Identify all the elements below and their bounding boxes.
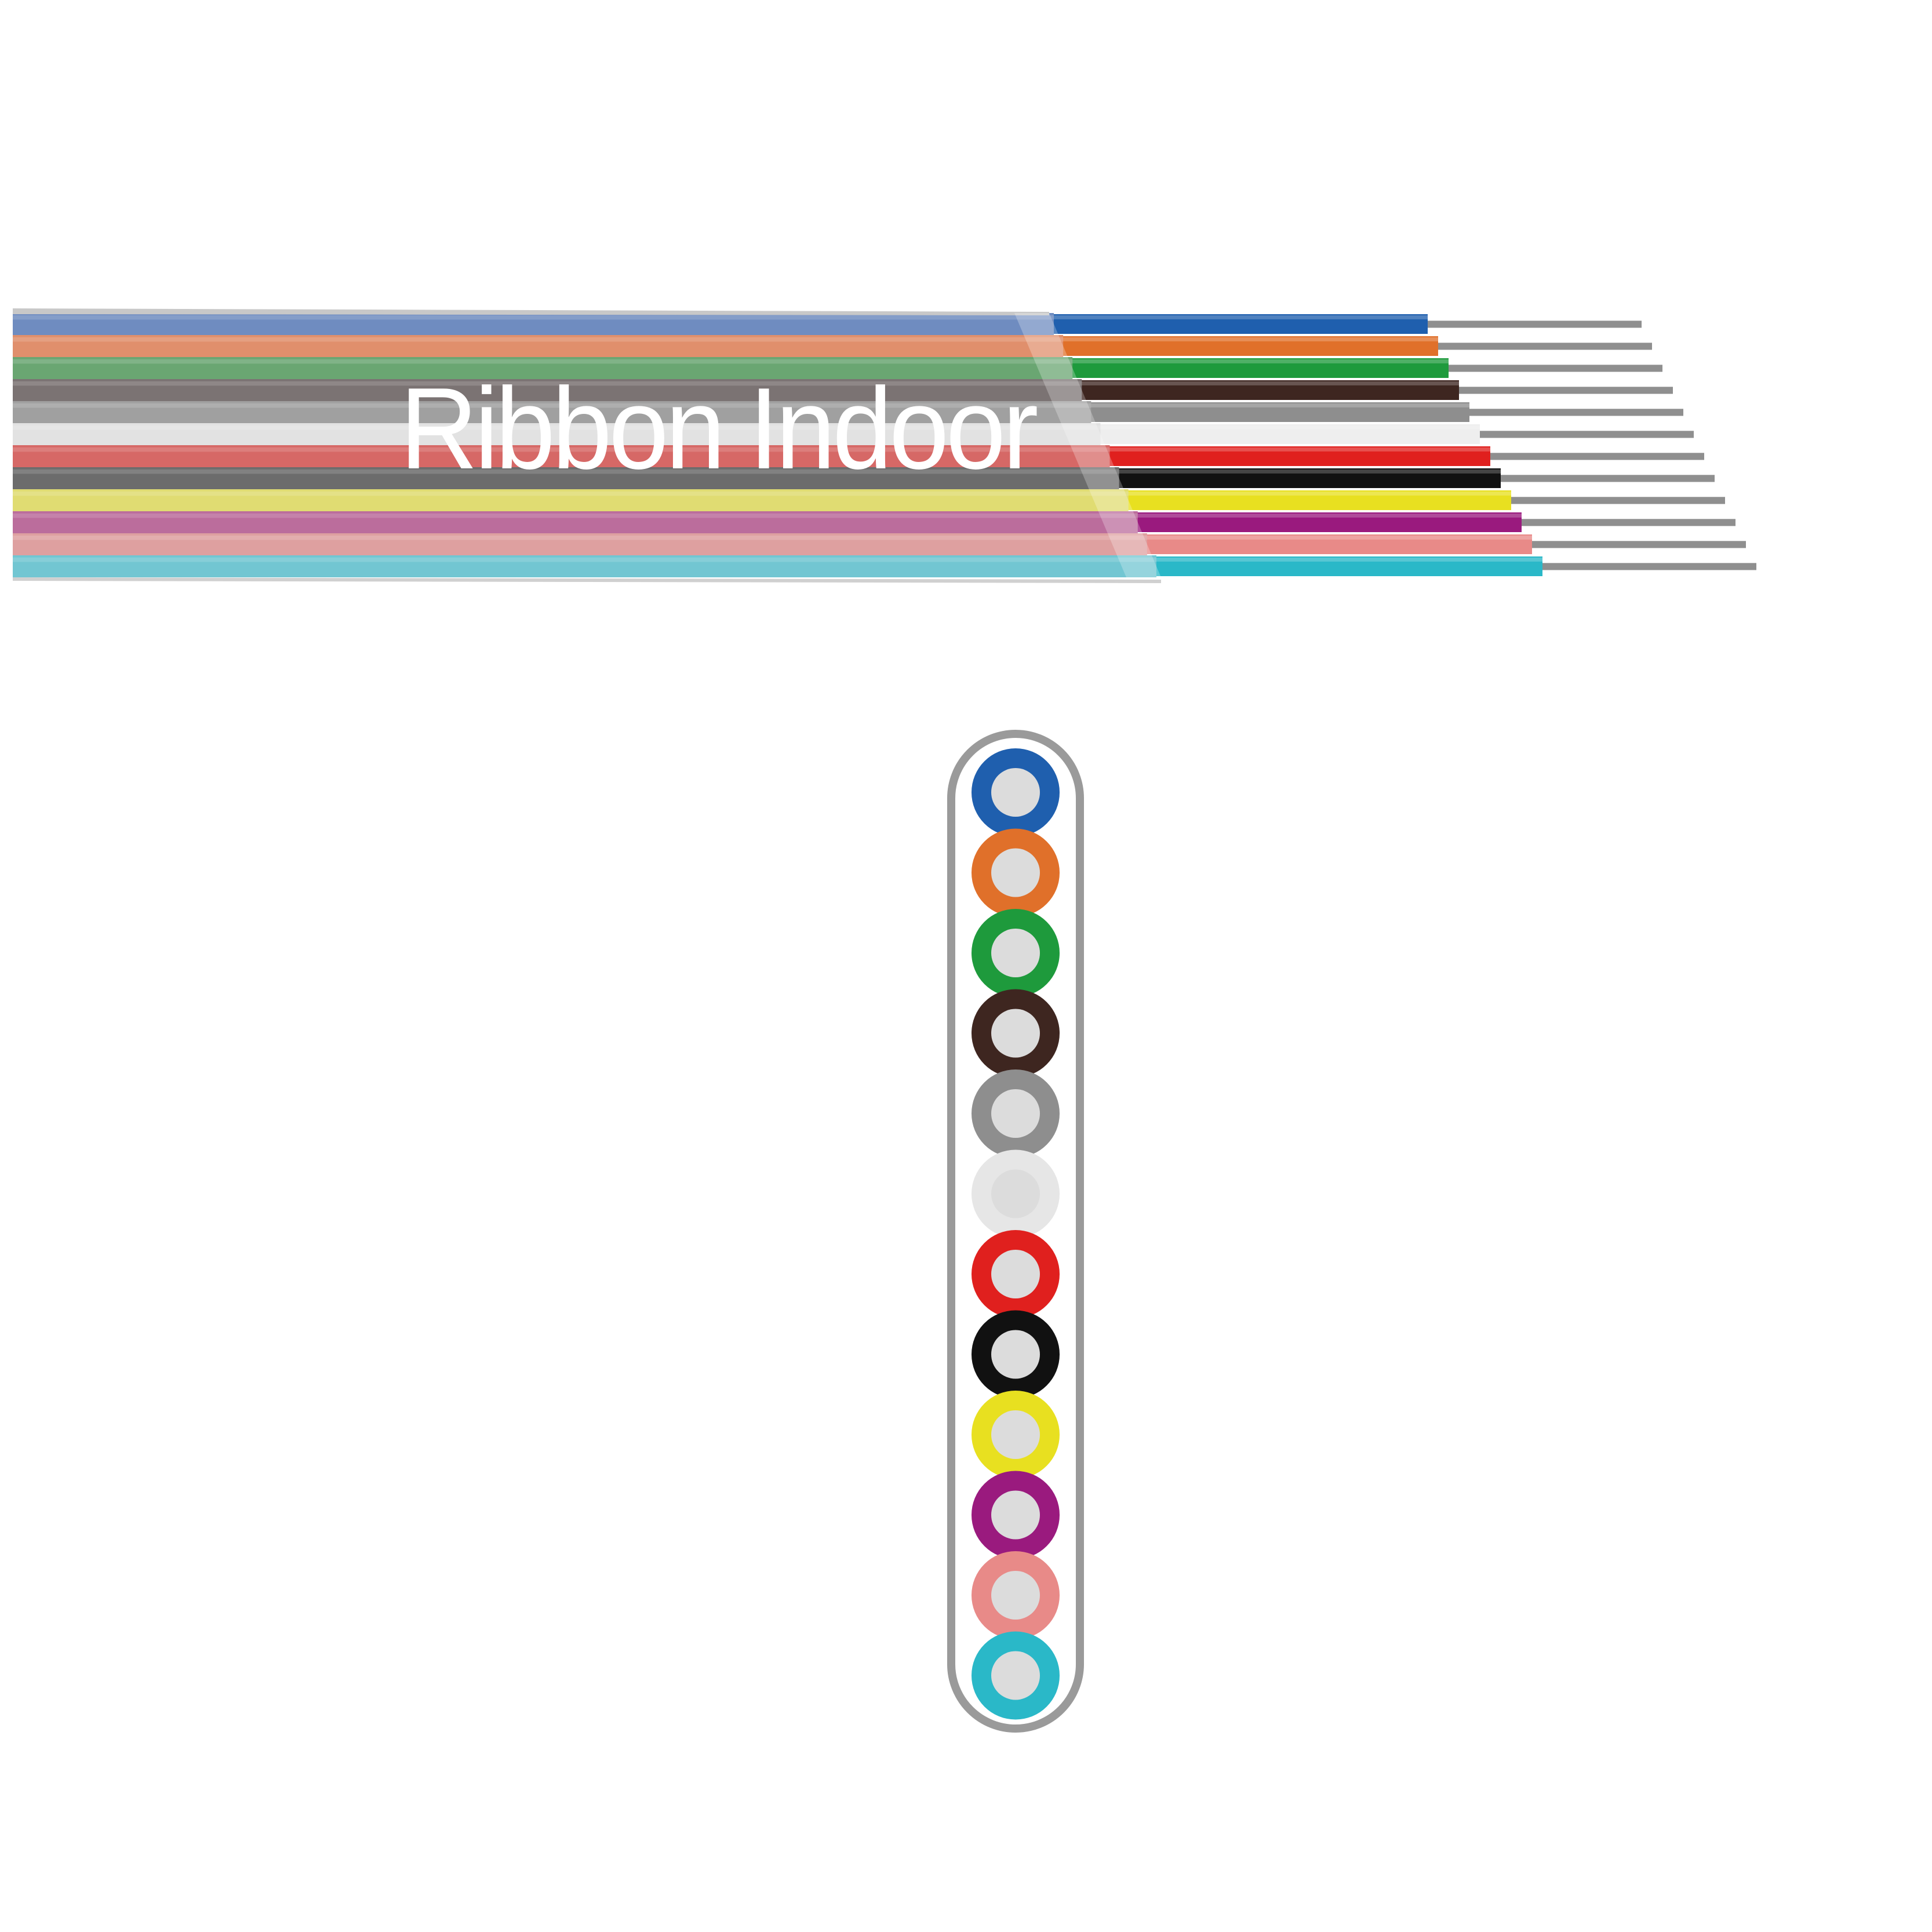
fiber-cross-section-orange xyxy=(972,828,1060,917)
fiber-black xyxy=(13,467,1715,489)
fiber-cross-section-black xyxy=(972,1310,1060,1399)
fiber-cross-section-red xyxy=(972,1230,1060,1318)
jacket-bottom-edge xyxy=(13,577,1161,583)
ribbon-cable-illustration xyxy=(13,308,1756,583)
fiber-green xyxy=(13,357,1662,379)
product-title: Ribbon Indoor xyxy=(400,364,1039,493)
fiber-violet xyxy=(13,511,1735,533)
fiber-cross-section-yellow xyxy=(972,1391,1060,1479)
jacket-top-edge xyxy=(13,308,1049,315)
fiber-slate xyxy=(13,401,1683,423)
fiber-cross-section-slate xyxy=(972,1069,1060,1158)
fiber-blue xyxy=(13,313,1642,335)
ribbon-jacket-outline xyxy=(947,730,1084,1733)
fiber-cross-section-aqua xyxy=(972,1631,1060,1720)
fiber-aqua xyxy=(13,555,1756,577)
fiber-cross-section-white xyxy=(972,1149,1060,1238)
fiber-red xyxy=(13,445,1704,467)
fiber-cross-section-violet xyxy=(972,1471,1060,1559)
fiber-orange xyxy=(13,335,1652,357)
fiber-brown xyxy=(13,379,1673,401)
jacket-cut-edge xyxy=(1014,313,1161,577)
fiber-white xyxy=(13,423,1694,445)
fiber-cross-section-rose xyxy=(972,1551,1060,1639)
fiber-cross-section-brown xyxy=(972,989,1060,1078)
fiber-cross-section-green xyxy=(972,909,1060,997)
fiber-yellow xyxy=(13,489,1725,511)
fiber-cross-section-blue xyxy=(972,748,1060,836)
fiber-rose xyxy=(13,533,1746,555)
